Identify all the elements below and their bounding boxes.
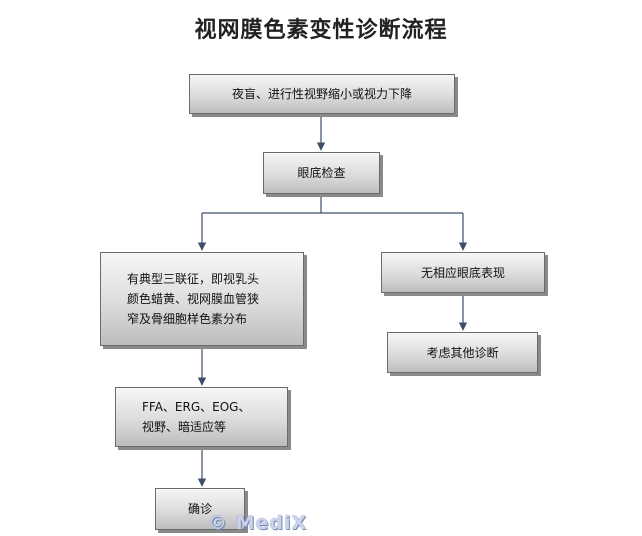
node-symptom-label: 夜盲、进行性视野缩小或视力下降 — [231, 87, 412, 101]
watermark: © MediX — [208, 512, 308, 534]
node-typical-signs-label: 有典型三联征，即视乳头 颜色蜡黄、视网膜血管狭 窄及骨细胞样色素分布 — [127, 272, 260, 326]
node-other-diagnosis: 考虑其他诊断 — [387, 332, 538, 373]
node-confirm: 确诊 — [155, 488, 245, 530]
node-fundus-exam: 眼底检查 — [263, 152, 380, 194]
node-other-diagnosis-label: 考虑其他诊断 — [426, 345, 499, 360]
node-tests-label: FFA、ERG、EOG、 视野、暗适应等 — [142, 400, 251, 434]
node-confirm-label: 确诊 — [187, 502, 212, 516]
node-no-signs: 无相应眼底表现 — [381, 252, 545, 293]
node-typical-signs: 有典型三联征，即视乳头 颜色蜡黄、视网膜血管狭 窄及骨细胞样色素分布 — [100, 252, 304, 346]
page-title: 视网膜色素变性诊断流程 — [194, 18, 448, 43]
node-fundus-exam-label: 眼底检查 — [297, 166, 346, 180]
node-no-signs-label: 无相应眼底表现 — [420, 265, 505, 280]
node-symptom: 夜盲、进行性视野缩小或视力下降 — [189, 74, 455, 114]
node-tests: FFA、ERG、EOG、 视野、暗适应等 — [115, 387, 288, 447]
